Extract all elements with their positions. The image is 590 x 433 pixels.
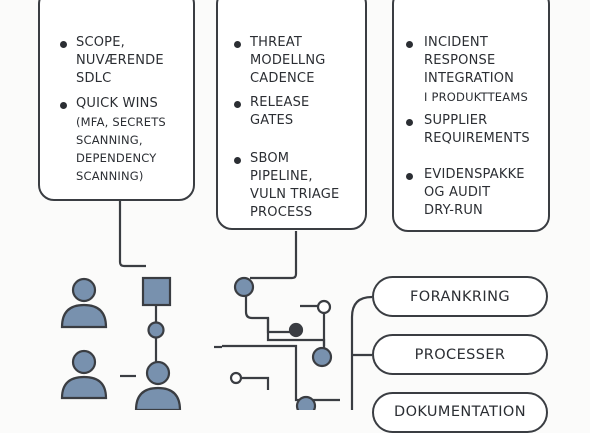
item-line: SCANNING, bbox=[76, 133, 143, 147]
pillar-forankring: FORANKRING bbox=[372, 276, 548, 317]
item-line: CADENCE bbox=[250, 71, 315, 86]
item-line: SCOPE, bbox=[76, 35, 125, 50]
item-line: I PRODUKTTEAMS bbox=[424, 90, 528, 104]
bullet-icon bbox=[234, 41, 241, 48]
item-line: RESPONSE bbox=[424, 53, 496, 68]
pillar-processer: PROCESSER bbox=[372, 334, 548, 375]
item-line: GATES bbox=[250, 113, 294, 128]
item-line: SDLC bbox=[76, 71, 112, 86]
item-line: MODELLNG bbox=[250, 53, 326, 68]
phase-card-2: THREAT MODELLNG CADENCE RELEASE GATES SB… bbox=[216, 0, 367, 230]
bullet-icon bbox=[234, 157, 241, 164]
item-line: INTEGRATION bbox=[424, 71, 515, 86]
phase-card-3: INCIDENT RESPONSE INTEGRATION I PRODUKTT… bbox=[392, 0, 550, 232]
person-icon bbox=[60, 349, 108, 400]
network-nodes bbox=[229, 276, 333, 410]
item-line: NUVÆRENDE bbox=[76, 53, 164, 68]
pillar-dokumentation: DOKUMENTATION bbox=[372, 392, 548, 433]
item-line: DEPENDENCY bbox=[76, 151, 157, 165]
item-line: PIPELINE, bbox=[250, 169, 313, 184]
bullet-icon bbox=[406, 119, 413, 126]
bullet-icon bbox=[60, 102, 67, 109]
item-line: (MFA, SECRETS bbox=[76, 115, 166, 129]
item-line: SUPPLIER bbox=[424, 113, 488, 128]
item-line: SBOM bbox=[250, 151, 290, 166]
pill-bracket bbox=[350, 295, 373, 410]
item-line: OG AUDIT bbox=[424, 185, 491, 200]
node-dot bbox=[147, 321, 165, 339]
item-line: RELEASE bbox=[250, 95, 310, 110]
item-line: QUICK WINS bbox=[76, 96, 158, 111]
connector-line-1 bbox=[118, 201, 146, 268]
person-icon bbox=[60, 277, 108, 329]
bullet-icon bbox=[406, 173, 413, 180]
square-node bbox=[141, 276, 172, 307]
item-line: DRY-RUN bbox=[424, 203, 483, 218]
item-line: EVIDENSPAKKE bbox=[424, 167, 525, 182]
item-line: VULN TRIAGE bbox=[250, 187, 340, 202]
item-line: PROCESS bbox=[250, 205, 313, 220]
network-graph bbox=[214, 231, 340, 402]
person-icon bbox=[134, 360, 182, 410]
item-line: REQUIREMENTS bbox=[424, 131, 530, 146]
roadmap-diagram: SCOPE, NUVÆRENDE SDLC QUICK WINS (MFA, S… bbox=[38, 0, 550, 433]
item-line: SCANNING) bbox=[76, 169, 144, 183]
bullet-icon bbox=[406, 41, 413, 48]
phase-card-1: SCOPE, NUVÆRENDE SDLC QUICK WINS (MFA, S… bbox=[38, 0, 195, 201]
bullet-icon bbox=[234, 101, 241, 108]
item-line: INCIDENT bbox=[424, 35, 488, 50]
bullet-icon bbox=[60, 41, 67, 48]
item-line: THREAT bbox=[250, 35, 302, 50]
connector-graphics bbox=[60, 201, 373, 410]
